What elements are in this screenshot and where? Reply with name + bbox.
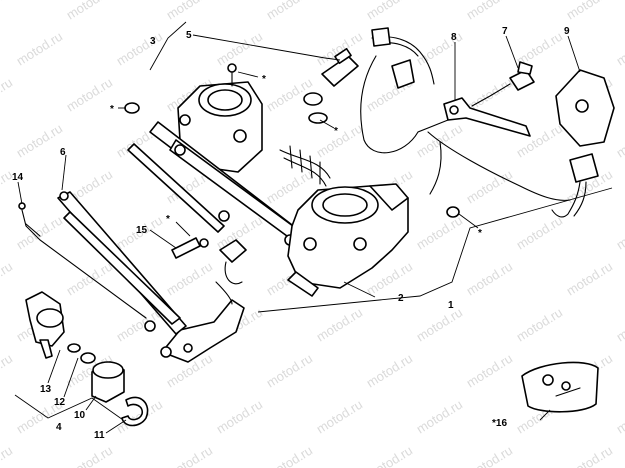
part-12-o-ring — [67, 343, 81, 353]
callout-4: 4 — [56, 422, 62, 433]
part-14-cable — [18, 202, 147, 319]
part-15-washer — [199, 238, 209, 248]
asterisk-marker: * — [166, 214, 170, 225]
seal-left — [124, 102, 140, 114]
part-13-elbow-fitting — [25, 291, 65, 359]
callout-2: 2 — [398, 293, 404, 304]
seal-right — [446, 206, 460, 218]
callout-11: 11 — [94, 430, 105, 441]
part-8-bracket — [443, 97, 531, 137]
callout-3: 3 — [150, 36, 156, 47]
asterisk-marker: * — [334, 126, 338, 137]
bracket-group-1 — [257, 187, 613, 313]
callout-5: 5 — [186, 30, 192, 41]
callout-12: 12 — [54, 397, 66, 408]
asterisk-marker: * — [110, 104, 114, 115]
callout-13: 13 — [40, 384, 52, 395]
callout-15: 15 — [136, 225, 148, 236]
throttle-body-assembly — [127, 63, 409, 363]
callout-16: *16 — [492, 418, 507, 429]
part-5-injector — [303, 47, 359, 124]
callout-14: 14 — [12, 172, 24, 183]
callout-10: 10 — [74, 410, 86, 421]
callout-7: 7 — [502, 26, 508, 37]
part-16-kit-bag — [521, 361, 599, 413]
bracket-group-4 — [14, 394, 127, 423]
part-6-link-rod — [57, 191, 187, 335]
part-7-sensor — [471, 61, 535, 107]
part-9-position-sensor — [551, 69, 615, 218]
part-15-screw — [171, 237, 201, 259]
bracket-group-3 — [149, 21, 187, 71]
callout-6: 6 — [60, 147, 66, 158]
asterisk-marker: * — [262, 74, 266, 85]
callout-1: 1 — [448, 300, 454, 311]
part-11-retaining-clip — [121, 396, 149, 427]
part-12-washer — [80, 352, 96, 364]
callout-9: 9 — [564, 26, 570, 37]
part-10-housing — [91, 361, 125, 403]
wiring-harness — [360, 27, 571, 201]
asterisk-marker: * — [478, 228, 482, 239]
callout-8: 8 — [451, 32, 457, 43]
